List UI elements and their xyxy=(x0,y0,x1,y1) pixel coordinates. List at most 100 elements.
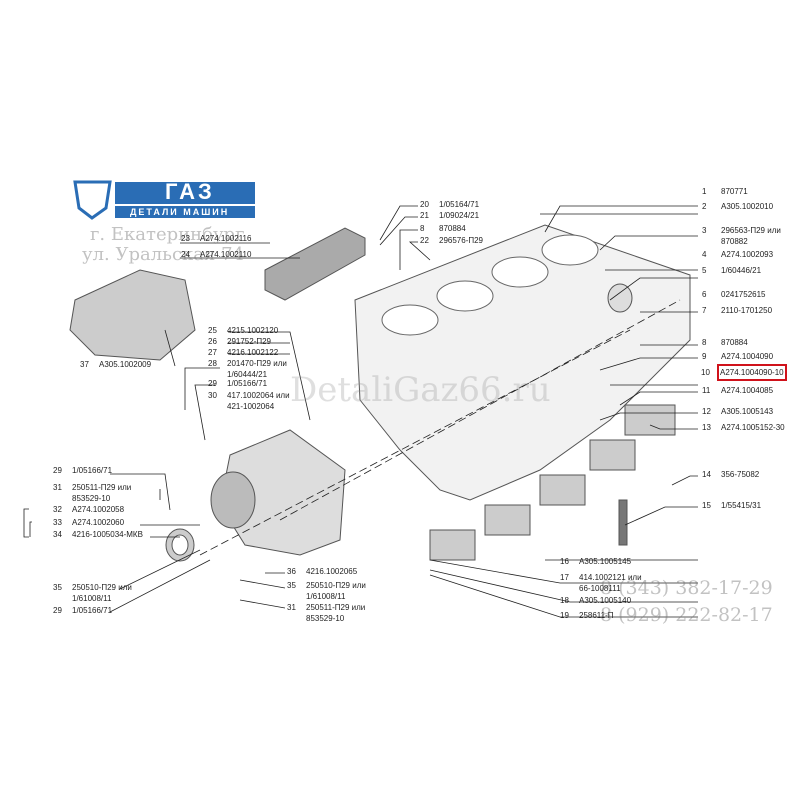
part-number: A305.1002010 xyxy=(721,202,774,211)
part-number: 4216.1002065 xyxy=(306,567,358,576)
callout-number: 20 xyxy=(420,200,429,209)
gaz-logo: ГАЗ ДЕТАЛИ МАШИН xyxy=(70,178,260,220)
part-number: 1/05166/71 xyxy=(72,606,113,615)
part-number-alt: 1/61008/11 xyxy=(306,592,346,601)
part-number-alt: 421-1002064 xyxy=(227,402,275,411)
callout-number: 4 xyxy=(702,250,707,259)
callout-number: 2 xyxy=(702,202,707,211)
callout-number: 34 xyxy=(53,530,62,539)
callout-number: 15 xyxy=(702,501,711,510)
part-number: 870884 xyxy=(721,338,748,347)
part-number: 870771 xyxy=(721,187,748,196)
callout-number: 29 xyxy=(53,466,62,475)
part-number: A274.1005152-30 xyxy=(721,423,785,432)
part-number: 250510-П29 или xyxy=(72,583,132,592)
watermark-city: г. Екатеринбург xyxy=(90,224,245,245)
callout-number: 32 xyxy=(53,505,62,514)
callout-number: 36 xyxy=(287,567,296,576)
callout-number: 33 xyxy=(53,518,62,527)
part-number: 1/55415/31 xyxy=(721,501,762,510)
side-cover xyxy=(264,227,366,301)
part-number: 1/60446/21 xyxy=(721,266,762,275)
part-number: 296563-П29 или xyxy=(721,226,781,235)
part-number: 2110-1701250 xyxy=(721,306,773,315)
callout-number: 35 xyxy=(287,581,296,590)
part-number: 258611-П xyxy=(579,611,614,620)
bolt xyxy=(618,499,628,546)
callout-number: 29 xyxy=(53,606,62,615)
callout-number: 9 xyxy=(702,352,707,361)
callout-number: 8 xyxy=(702,338,707,347)
part-number: 201470-П29 или xyxy=(227,359,287,368)
callout-number: 5 xyxy=(702,266,707,275)
plug xyxy=(607,283,633,313)
part-number: 1/05164/71 xyxy=(439,200,480,209)
callout-number: 29 xyxy=(208,379,217,388)
part-number: 414.1002121 или xyxy=(579,573,642,582)
callout-number: 24 xyxy=(181,250,190,259)
callout-number: 12 xyxy=(702,407,711,416)
part-number-alt: 853529-10 xyxy=(306,614,345,623)
part-number: A274.1004085 xyxy=(721,386,774,395)
callout-number: 1 xyxy=(702,187,707,196)
callout-number: 21 xyxy=(420,211,429,220)
part-number: A305.1005143 xyxy=(721,407,774,416)
callout-number: 6 xyxy=(702,290,707,299)
part-number-alt: 870882 xyxy=(721,237,748,246)
part-number: 417.1002064 или xyxy=(227,391,290,400)
callout-number: 27 xyxy=(208,348,217,357)
part-number: 0241752615 xyxy=(721,290,766,299)
part-number: A274.1002116 xyxy=(200,234,252,243)
watermark-phone-2: 8 (929) 222-82-17 xyxy=(600,604,773,626)
callout-number: 17 xyxy=(560,573,569,582)
callout-number: 7 xyxy=(702,306,707,315)
callout-number: 31 xyxy=(53,483,62,492)
callout-number: 8 xyxy=(420,224,425,233)
callout-number: 13 xyxy=(702,423,711,432)
part-number-alt: 1/61008/11 xyxy=(72,594,112,603)
watermark-street: ул. Уральская 74 xyxy=(82,244,245,265)
part-number: 296576-П29 xyxy=(439,236,484,245)
callout-number: 19 xyxy=(560,611,569,620)
callout-number: 16 xyxy=(560,557,569,566)
part-number: 1/05166/71 xyxy=(227,379,268,388)
part-number: 291752-П29 xyxy=(227,337,272,346)
part-number-alt: 66-1008111 xyxy=(579,584,621,593)
callout-number: 35 xyxy=(53,583,62,592)
callout-number: 3 xyxy=(702,226,707,235)
part-number: 4216-1005034-МКВ xyxy=(72,530,143,539)
callout-number: 26 xyxy=(208,337,217,346)
part-number: A274.1002060 xyxy=(72,518,125,527)
part-number: A305.1005145 xyxy=(579,557,632,566)
part-number: A305.1005140 xyxy=(579,596,632,605)
callout-number: 28 xyxy=(208,359,217,368)
callout-number: 25 xyxy=(208,326,217,335)
part-number: 4215.1002120 xyxy=(227,326,279,335)
part-number: A274.1004090 xyxy=(721,352,774,361)
part-number: 4216.1002122 xyxy=(227,348,279,357)
part-number: 870884 xyxy=(439,224,466,233)
callout-number: 37 xyxy=(80,360,89,369)
callout-number: 23 xyxy=(181,234,190,243)
part-number: 1/09024/21 xyxy=(439,211,480,220)
watermark-phone-1: 8 (343) 382-17-29 xyxy=(600,577,773,599)
part-number: 250510-П29 или xyxy=(306,581,366,590)
part-number: A274.1002058 xyxy=(72,505,125,514)
part-number-alt: 853529-10 xyxy=(72,494,111,503)
part-number: 356-75082 xyxy=(721,470,760,479)
highlighted-part-number: A274.1004090-10 xyxy=(717,364,787,381)
callout-number: 11 xyxy=(702,386,711,395)
logo-subtitle: ДЕТАЛИ МАШИН xyxy=(130,207,230,217)
callout-number: 18 xyxy=(560,596,569,605)
block-assembly-thumbnail xyxy=(69,269,196,361)
part-number-alt: 1/60444/21 xyxy=(227,370,268,379)
part-number: 250511-П29 или xyxy=(72,483,132,492)
callout-number: 30 xyxy=(208,391,217,400)
callout-number: 14 xyxy=(702,470,711,479)
part-number: A274.1002093 xyxy=(721,250,774,259)
callout-number: 31 xyxy=(287,603,296,612)
callout-number: 22 xyxy=(420,236,429,245)
callout-number: 10 xyxy=(701,368,710,377)
watermark-site: DetaliGaz66.ru xyxy=(290,370,551,410)
